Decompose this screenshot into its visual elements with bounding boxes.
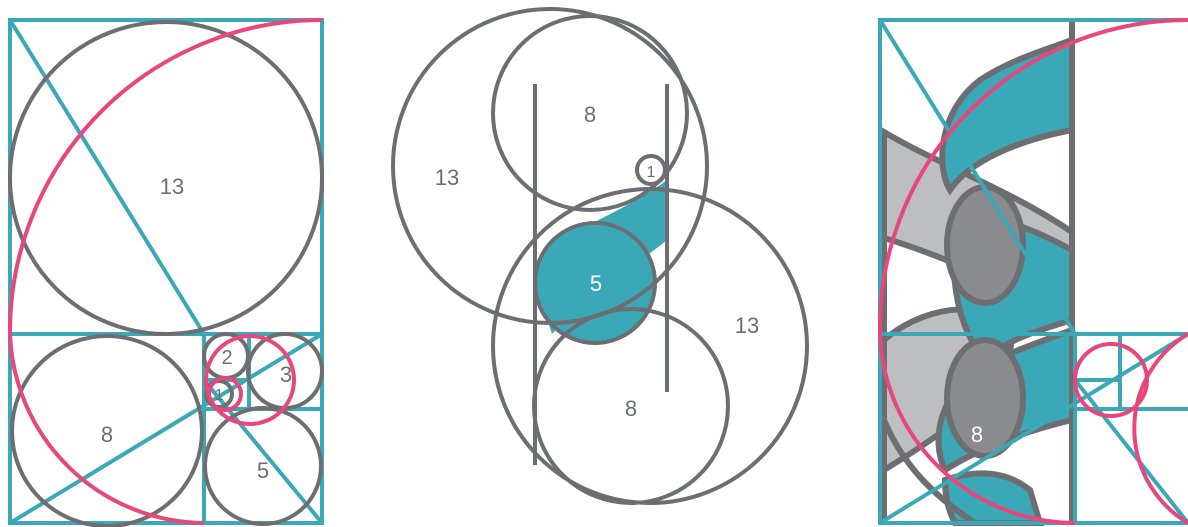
middle-label-13-left: 13 [435, 165, 459, 190]
middle-label-13-right: 13 [735, 313, 759, 338]
middle-label-8-top: 8 [584, 102, 596, 127]
middle-label-8-bottom: 8 [625, 396, 637, 421]
left-label-13: 13 [160, 174, 184, 199]
right-overlap-lens-lower [947, 340, 1023, 456]
left-label-5: 5 [257, 458, 269, 483]
left-label-3: 3 [280, 362, 292, 387]
middle-label-5: 5 [590, 271, 602, 296]
left-label-1: 1 [215, 387, 224, 404]
middle-panel-ribbon-construction: 8 13 1 5 13 8 [393, 9, 807, 503]
right-panel-ribbon-logo: 8 [880, 20, 1188, 523]
left-diagonal-2 [10, 334, 322, 523]
left-label-8: 8 [101, 422, 113, 447]
right-teal-ribbon-top [942, 40, 1072, 190]
right-overlap-lens-upper [947, 187, 1023, 303]
middle-label-1: 1 [647, 164, 656, 181]
right-label-8: 8 [971, 422, 983, 447]
right-diagonal-3 [1075, 380, 1188, 523]
left-panel-golden-rectangle: 13 8 5 3 2 1 [10, 20, 322, 526]
left-label-2: 2 [221, 347, 232, 369]
left-teal-grid [10, 20, 322, 523]
